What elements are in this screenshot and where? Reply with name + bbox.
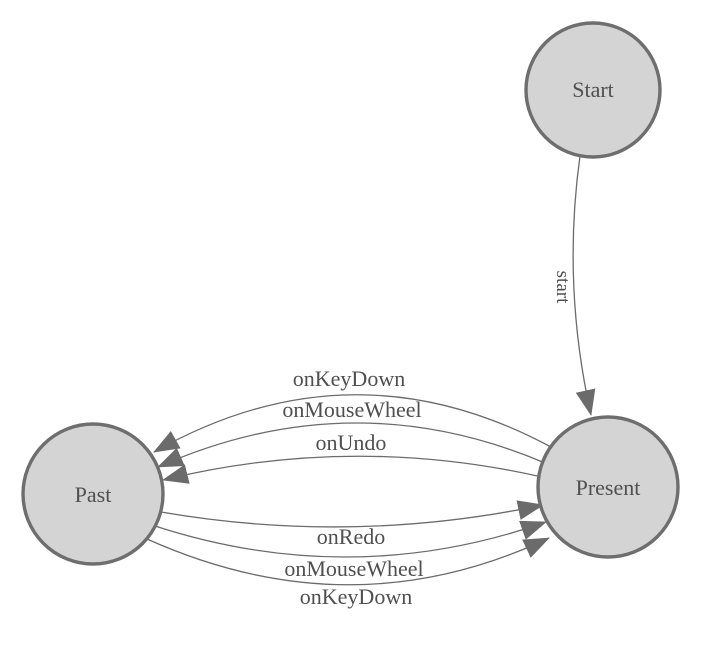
edge-present-to-past-onundo bbox=[162, 455, 543, 484]
edge-past-to-present-onmousewheel bbox=[154, 520, 547, 558]
past-node-label: Past bbox=[75, 482, 112, 507]
present-node-label: Present bbox=[576, 475, 641, 500]
edge-label-onkeydown-top: onKeyDown bbox=[293, 366, 405, 391]
edge-label-onredo: onRedo bbox=[317, 524, 385, 549]
present-node-circle bbox=[536, 415, 680, 559]
edge-label-onmousewheel-bottom: onMouseWheel bbox=[284, 556, 423, 581]
state-nodes: Start Past Present bbox=[21, 21, 680, 566]
edge-start-to-present bbox=[572, 155, 596, 416]
edge-label-onundo: onUndo bbox=[316, 430, 387, 455]
edge-past-to-present-onkeydown bbox=[146, 537, 550, 586]
start-node-circle bbox=[524, 21, 662, 159]
edge-label-start: start bbox=[552, 271, 573, 304]
start-node-label: Start bbox=[572, 77, 614, 102]
state-node-past: Past bbox=[21, 422, 165, 566]
edge-present-to-past-onkeydown bbox=[153, 394, 552, 453]
edge-present-to-past-onmousewheel bbox=[157, 422, 546, 468]
state-node-present: Present bbox=[536, 415, 680, 559]
past-node-circle bbox=[21, 422, 165, 566]
edge-label-onmousewheel-top: onMouseWheel bbox=[282, 397, 421, 422]
state-node-start: Start bbox=[524, 21, 662, 159]
transition-edges bbox=[146, 155, 596, 586]
edge-past-to-present-onredo bbox=[160, 500, 544, 528]
edge-labels: start onKeyDown onMouseWheel onUndo onRe… bbox=[282, 271, 573, 609]
edge-label-onkeydown-bottom: onKeyDown bbox=[300, 584, 412, 609]
